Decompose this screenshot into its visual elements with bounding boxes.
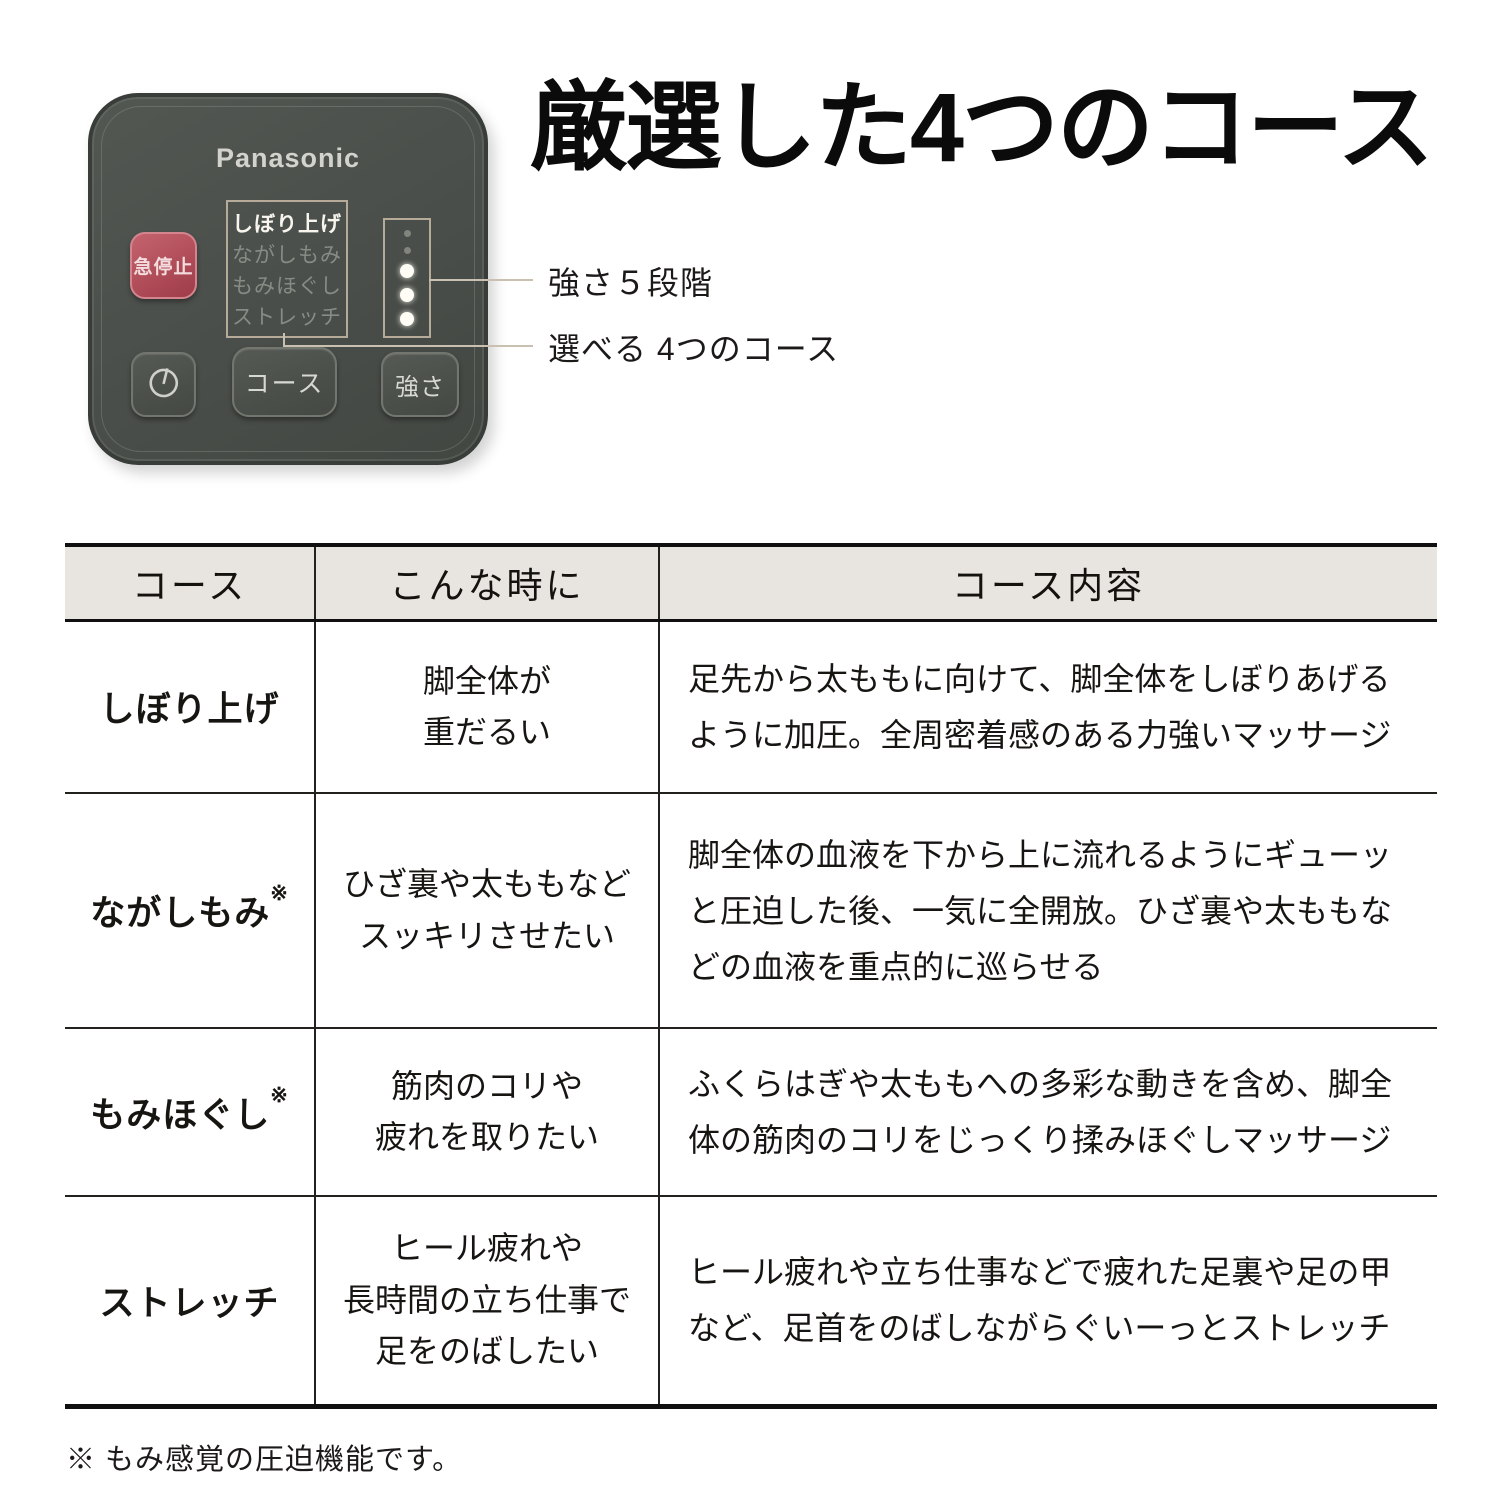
course-name-text: ストレッチ [99,1283,280,1323]
course-when: ひざ裏や太ももなど スッキリさせたい [314,793,659,1029]
course-note-mark: ※ [270,882,289,906]
course-name: しぼり上げ [65,620,315,794]
course-description: 脚全体の血液を下から上に流れるようにギューッと圧迫した後、一気に全開放。ひざ裏や… [658,793,1437,1029]
display-course: もみほぐし [232,274,342,298]
table-row: ながしもみ※ ひざ裏や太ももなど スッキリさせたい 脚全体の血液を下から上に流れ… [65,793,1437,1029]
header-course: コース [65,545,315,622]
strength-led-panel [383,218,431,338]
display-course-active: しぼり上げ [232,212,342,236]
callout-line-courses [283,345,533,347]
course-note-mark: ※ [270,1083,289,1107]
power-button [131,352,196,417]
course-table: コース こんな時に コース内容 しぼり上げ 脚全体が 重だるい 足先から太ももに… [65,543,1437,1409]
table-header-row: コース こんな時に コース内容 [65,545,1437,622]
display-course: ストレッチ [232,305,342,329]
led-dot [400,264,414,278]
course-name: ストレッチ [65,1196,315,1406]
display-course: ながしもみ [232,243,342,267]
callout-strength-label: 強さ５段階 [548,265,714,301]
callout-courses-label: 選べる 4つのコース [548,331,840,367]
course-name-text: しぼり上げ [99,690,280,730]
course-when: ヒール疲れや 長時間の立ち仕事で 足をのばしたい [314,1196,659,1406]
page-title: 厳選した4つのコース [530,73,1434,182]
led-dot [400,312,414,326]
course-name-text: ながしもみ [90,894,271,933]
strength-button: 強さ [381,352,459,417]
table-row: ストレッチ ヒール疲れや 長時間の立ち仕事で 足をのばしたい ヒール疲れや立ち仕… [65,1196,1437,1406]
remote-control-image: Panasonic 急停止 しぼり上げ ながしもみ もみほぐし ストレッチ コー… [88,93,488,465]
led-dot [400,288,414,302]
header-content: コース内容 [658,545,1437,622]
footnote: ※ もみ感覚の圧迫機能です。 [66,1444,463,1476]
course-display-panel: しぼり上げ ながしもみ もみほぐし ストレッチ [226,200,348,338]
course-description: ヒール疲れや立ち仕事などで疲れた足裏や足の甲など、足首をのばしながらぐいーっとス… [658,1196,1437,1406]
callout-line-strength [429,279,533,281]
callout-line-courses-vertical [283,333,285,347]
course-description: ふくらはぎや太ももへの多彩な動きを含め、脚全体の筋肉のコリをじっくり揉みほぐしマ… [658,1028,1437,1197]
course-when: 筋肉のコリや 疲れを取りたい [314,1028,659,1197]
led-dot [403,230,411,237]
table-row: もみほぐし※ 筋肉のコリや 疲れを取りたい ふくらはぎや太ももへの多彩な動きを含… [65,1028,1437,1197]
course-description: 足先から太ももに向けて、脚全体をしぼりあげるように加圧。全周密着感のある力強いマ… [658,620,1437,794]
table-row: しぼり上げ 脚全体が 重だるい 足先から太ももに向けて、脚全体をしぼりあげるよう… [65,620,1437,794]
power-icon [144,362,184,407]
emergency-stop-button: 急停止 [130,232,197,299]
course-name: ながしもみ※ [65,793,315,1029]
course-button: コース [232,347,337,417]
course-name: もみほぐし※ [65,1028,315,1197]
header-when: こんな時に [314,545,659,622]
course-when: 脚全体が 重だるい [314,620,659,794]
course-name-text: もみほぐし [90,1095,271,1135]
brand-logo: Panasonic [215,143,361,173]
led-dot [403,247,411,254]
